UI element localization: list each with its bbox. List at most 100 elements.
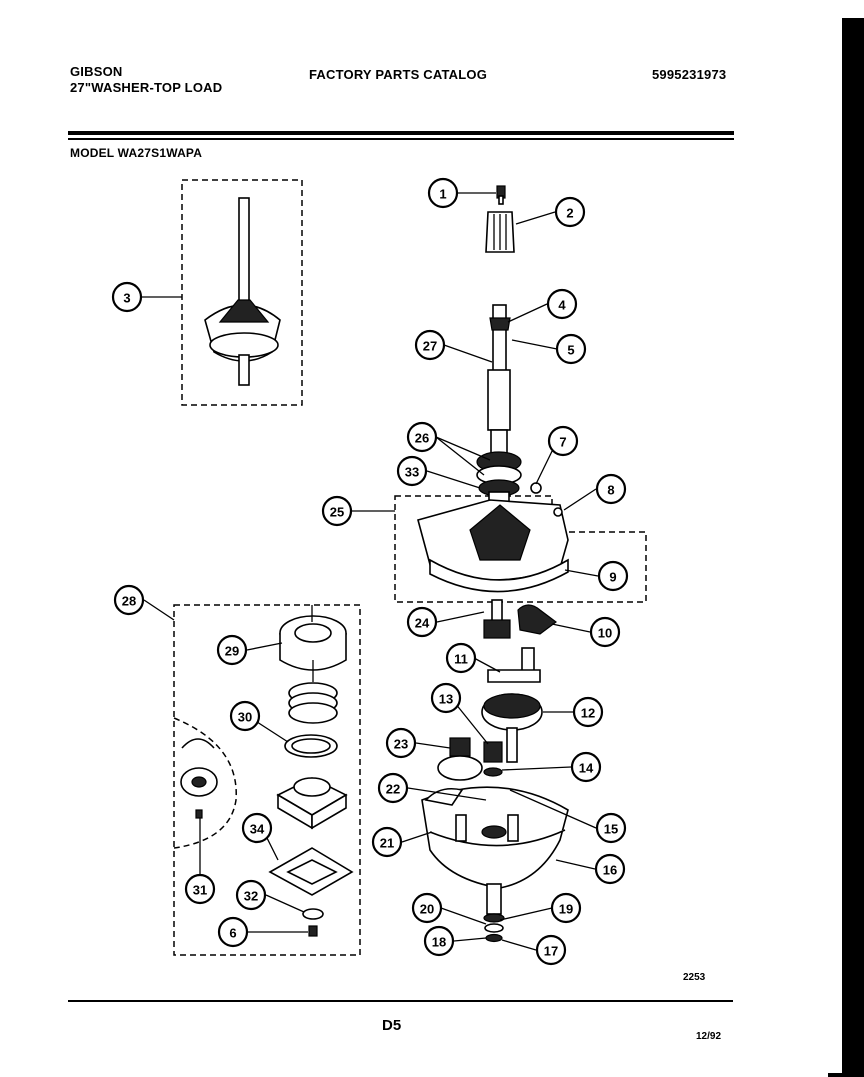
- model-number: MODEL WA27S1WAPA: [70, 146, 203, 160]
- catalog-number: 5995231973: [652, 67, 727, 82]
- callout-20: 20: [411, 892, 443, 924]
- callout-label-17: 17: [544, 944, 558, 959]
- callout-4: 4: [546, 288, 578, 320]
- callout-label-30: 30: [238, 710, 252, 725]
- callout-1: 1: [427, 177, 459, 209]
- callout-label-21: 21: [380, 836, 394, 851]
- callout-21: 21: [371, 826, 403, 858]
- callout-3: 3: [111, 281, 143, 313]
- callout-11: 11: [445, 642, 477, 674]
- product-line: 27"WASHER-TOP LOAD: [70, 80, 223, 95]
- brand-name: GIBSON: [70, 64, 123, 79]
- callout-15: 15: [595, 812, 627, 844]
- callout-label-6: 6: [229, 926, 236, 941]
- callout-5: 5: [555, 333, 587, 365]
- callout-18: 18: [423, 925, 455, 957]
- callout-label-15: 15: [604, 822, 618, 837]
- reference-number: 2253: [683, 972, 706, 983]
- callout-23: 23: [385, 727, 417, 759]
- callout-label-32: 32: [244, 889, 258, 904]
- part-25-upper-housing: [417, 482, 569, 593]
- callout-label-29: 29: [225, 644, 239, 659]
- callout-label-22: 22: [386, 782, 400, 797]
- header-rule-thin: [68, 138, 734, 140]
- callout-24: 24: [406, 606, 438, 638]
- callout-34: 34: [241, 812, 273, 844]
- callout-22: 22: [377, 772, 409, 804]
- callout-label-23: 23: [394, 737, 408, 752]
- part-11-shift-lever: [487, 647, 541, 683]
- callout-label-3: 3: [123, 291, 130, 306]
- part-29-seal-ring: [279, 615, 347, 671]
- callout-25: 25: [321, 495, 353, 527]
- callout-17: 17: [535, 934, 567, 966]
- part-34-gasket: [268, 847, 354, 896]
- callout-9: 9: [597, 560, 629, 592]
- part-seal-block: [276, 777, 348, 830]
- part-16-lower-housing: [421, 786, 569, 915]
- page-number: D5: [382, 1017, 402, 1034]
- callout-label-16: 16: [603, 863, 617, 878]
- callout-label-27: 27: [423, 339, 437, 354]
- callout-7: 7: [547, 425, 579, 457]
- callout-label-1: 1: [439, 187, 446, 202]
- part-24-pinion: [483, 599, 511, 639]
- callout-label-18: 18: [432, 935, 446, 950]
- footer-rule: [68, 1000, 733, 1002]
- callout-31: 31: [184, 873, 216, 905]
- part-32-washer: [302, 908, 324, 920]
- callout-label-12: 12: [581, 706, 595, 721]
- callout-30: 30: [229, 700, 261, 732]
- callout-2: 2: [554, 196, 586, 228]
- callout-16: 16: [594, 853, 626, 885]
- callout-label-9: 9: [609, 570, 616, 585]
- callout-10: 10: [589, 616, 621, 648]
- part-14-washer: [483, 767, 503, 777]
- callout-33: 33: [396, 455, 428, 487]
- part-10-cam: [517, 604, 557, 635]
- callout-label-26: 26: [415, 431, 429, 446]
- callout-27: 27: [414, 329, 446, 361]
- part-spring: [288, 682, 338, 724]
- part-26-33-bearings: [476, 451, 522, 515]
- callout-label-33: 33: [405, 465, 419, 480]
- callout-label-14: 14: [579, 761, 594, 776]
- callout-label-25: 25: [330, 505, 344, 520]
- callout-label-34: 34: [250, 822, 265, 837]
- callout-26: 26: [406, 421, 438, 453]
- part-31-bearing-inset: [180, 738, 218, 819]
- part-30-ring: [284, 734, 338, 758]
- catalog-date: 12/92: [696, 1031, 722, 1042]
- callout-29: 29: [216, 634, 248, 666]
- callout-label-11: 11: [454, 652, 468, 667]
- callout-19: 19: [550, 892, 582, 924]
- part-2-cap: [485, 211, 515, 253]
- callout-8: 8: [595, 473, 627, 505]
- part-17-20-seals: [483, 913, 505, 943]
- callout-label-10: 10: [598, 626, 612, 641]
- callout-label-7: 7: [559, 435, 566, 450]
- catalog-title: FACTORY PARTS CATALOG: [309, 67, 488, 82]
- part-12-main-gear: [481, 693, 543, 763]
- part-13-pinion: [483, 741, 503, 763]
- part-27-agitate-shaft: [487, 304, 511, 459]
- callout-label-19: 19: [559, 902, 573, 917]
- callout-label-31: 31: [193, 883, 207, 898]
- part-6-screw: [308, 925, 318, 937]
- callout-12: 12: [572, 696, 604, 728]
- callout-14: 14: [570, 751, 602, 783]
- group-box-3: [181, 179, 303, 406]
- callout-label-4: 4: [558, 298, 566, 313]
- callout-32: 32: [235, 879, 267, 911]
- callout-label-5: 5: [567, 343, 574, 358]
- inset-arc: [173, 717, 237, 849]
- part-3-transmission: [204, 197, 281, 386]
- scan-edge-gap: [828, 18, 842, 1073]
- part-1-bolt: [496, 185, 506, 205]
- callout-label-20: 20: [420, 902, 434, 917]
- callout-label-2: 2: [566, 206, 573, 221]
- callout-13: 13: [430, 682, 462, 714]
- group-box-28: [173, 604, 361, 956]
